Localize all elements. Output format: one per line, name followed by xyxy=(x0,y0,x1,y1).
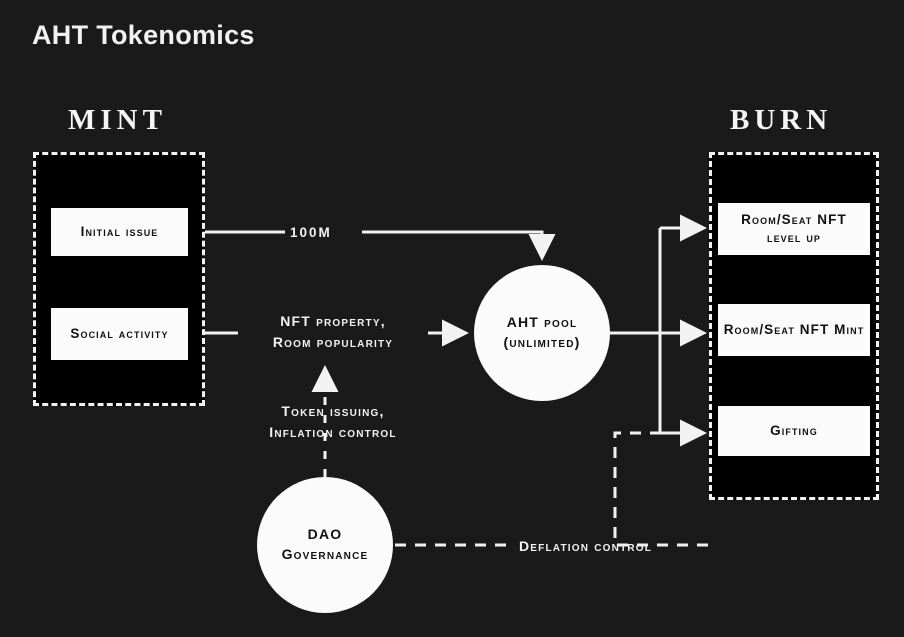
edge-label-nft-property: NFT property, Room popularity xyxy=(272,313,394,350)
mint-item-social-activity[interactable]: Social activity xyxy=(51,308,188,360)
wire-deflation-to-burn xyxy=(613,431,708,547)
burn-item-nft-mint[interactable]: Room/Seat NFT Mint xyxy=(718,304,870,356)
burn-item-nft-level-up[interactable]: Room/Seat NFT level up xyxy=(718,203,870,255)
mint-group-box xyxy=(33,152,205,406)
dao-line-2: Governance xyxy=(281,546,369,562)
page-title: AHT Tokenomics xyxy=(32,20,255,50)
edge-label-deflation-control: Deflation control xyxy=(519,538,653,554)
burn-section-label: BURN xyxy=(730,104,833,136)
node-aht-pool[interactable]: AHT pool (unlimited) xyxy=(474,265,610,401)
mint-section-label: MINT xyxy=(68,104,167,136)
mint-item-initial-issue[interactable]: Initial issue xyxy=(51,208,188,256)
burn-item-gifting[interactable]: Gifting xyxy=(718,406,870,456)
aht-pool-line-2: (unlimited) xyxy=(503,334,581,350)
node-dao-governance[interactable]: DAO Governance xyxy=(257,477,393,613)
dao-line-1: DAO xyxy=(307,526,343,543)
edge-label-100m: 100M xyxy=(290,225,332,240)
aht-pool-line-1: AHT pool xyxy=(506,314,578,331)
edge-label-token-issuing: Token issuing, Inflation control xyxy=(269,403,397,440)
wire-initial-issue-to-pool xyxy=(362,230,556,261)
